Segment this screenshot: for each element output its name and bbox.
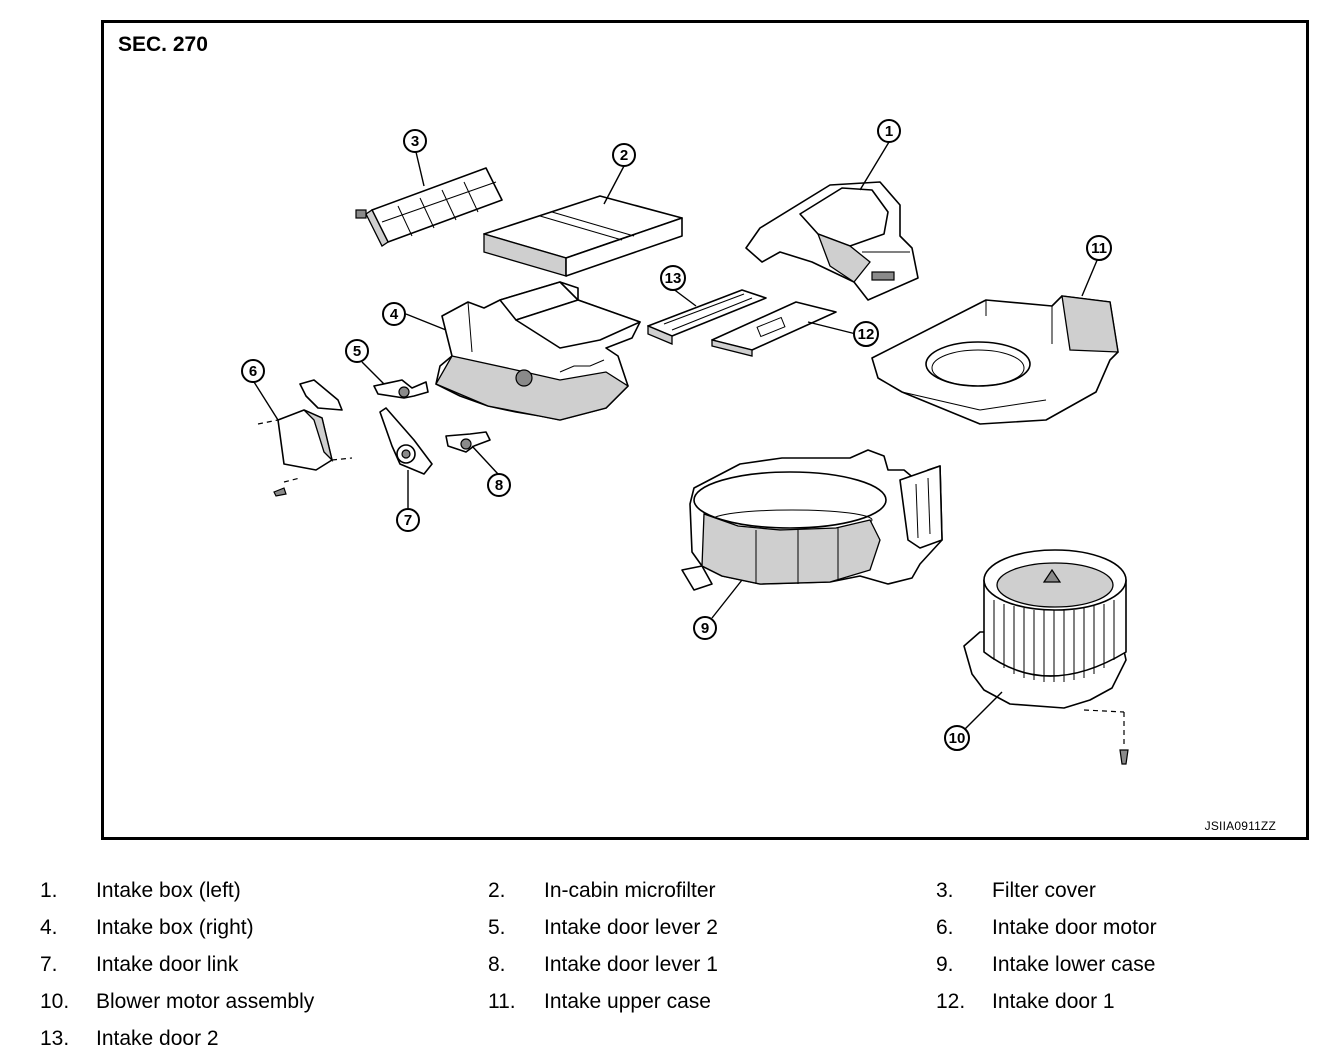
legend-text: Filter cover xyxy=(992,879,1096,902)
intake-door-1-part xyxy=(711,301,837,357)
legend-number: 6. xyxy=(936,916,954,939)
legend-text: Intake door 1 xyxy=(992,990,1115,1013)
intake-door-lever-1-part xyxy=(445,431,491,453)
svg-text:5: 5 xyxy=(353,343,361,360)
callout-12: 12 xyxy=(853,321,879,347)
callout-2: 2 xyxy=(612,143,636,167)
legend-text: Intake door lever 2 xyxy=(544,916,718,939)
intake-box-left-part xyxy=(745,181,919,301)
legend-number: 8. xyxy=(488,953,506,976)
svg-text:3: 3 xyxy=(411,133,419,150)
svg-text:6: 6 xyxy=(249,363,257,380)
callout-9: 9 xyxy=(693,616,717,640)
callout-6: 6 xyxy=(241,359,265,383)
diagram-frame: 1 2 3 4 5 6 7 xyxy=(101,20,1309,840)
callout-4: 4 xyxy=(382,302,406,326)
callout-8: 8 xyxy=(487,473,511,497)
svg-text:10: 10 xyxy=(949,730,966,747)
legend-text: Intake box (right) xyxy=(96,916,254,939)
blower-motor-assembly-part xyxy=(963,549,1129,765)
section-label: SEC. 270 xyxy=(118,33,208,56)
callout-7: 7 xyxy=(396,508,420,532)
legend-number: 4. xyxy=(40,916,58,939)
svg-text:13: 13 xyxy=(665,270,682,287)
callout-5: 5 xyxy=(345,339,369,363)
figure-code: JSIIA0911ZZ xyxy=(1204,819,1276,833)
legend-number: 3. xyxy=(936,879,954,902)
intake-upper-case-part xyxy=(871,295,1119,425)
legend-text: In-cabin microfilter xyxy=(544,879,716,902)
legend-number: 11. xyxy=(488,990,516,1013)
legend-number: 2. xyxy=(488,879,506,902)
legend-text: Intake door lever 1 xyxy=(544,953,718,976)
legend-number: 13. xyxy=(40,1027,70,1050)
svg-text:12: 12 xyxy=(858,326,875,343)
legend-text: Intake upper case xyxy=(544,990,711,1013)
callout-3: 3 xyxy=(403,129,427,153)
intake-door-lever-2-part xyxy=(373,379,429,399)
legend-text: Intake door motor xyxy=(992,916,1157,939)
legend-number: 7. xyxy=(40,953,58,976)
in-cabin-microfilter-part xyxy=(483,195,683,277)
callout-1: 1 xyxy=(877,119,901,143)
legend-number: 9. xyxy=(936,953,954,976)
intake-door-2-part xyxy=(647,289,767,345)
leader-lines xyxy=(253,141,1099,731)
legend-number: 1. xyxy=(40,879,58,902)
exploded-view-drawing: 1 2 3 4 5 6 7 xyxy=(241,119,1129,765)
legend-text: Blower motor assembly xyxy=(96,990,315,1013)
svg-text:9: 9 xyxy=(701,620,709,637)
legend-text: Intake lower case xyxy=(992,953,1156,976)
svg-text:8: 8 xyxy=(495,477,503,494)
callout-13: 13 xyxy=(660,265,686,291)
filter-cover-part xyxy=(355,167,503,247)
svg-text:1: 1 xyxy=(885,123,893,140)
svg-text:4: 4 xyxy=(390,306,399,323)
legend-text: Intake door 2 xyxy=(96,1027,219,1050)
legend-number: 12. xyxy=(936,990,966,1013)
svg-text:7: 7 xyxy=(404,512,412,529)
legend-text: Intake box (left) xyxy=(96,879,241,902)
callout-11: 11 xyxy=(1086,235,1112,261)
legend-number: 10. xyxy=(40,990,70,1013)
legend-text: Intake door link xyxy=(96,953,239,976)
intake-box-right-part xyxy=(435,281,641,421)
callout-10: 10 xyxy=(944,725,970,751)
legend-number: 5. xyxy=(488,916,506,939)
intake-lower-case-part xyxy=(681,449,943,591)
svg-text:2: 2 xyxy=(620,147,628,164)
svg-text:11: 11 xyxy=(1091,240,1107,257)
intake-door-link-part xyxy=(379,407,433,475)
intake-door-motor-part xyxy=(257,379,353,497)
